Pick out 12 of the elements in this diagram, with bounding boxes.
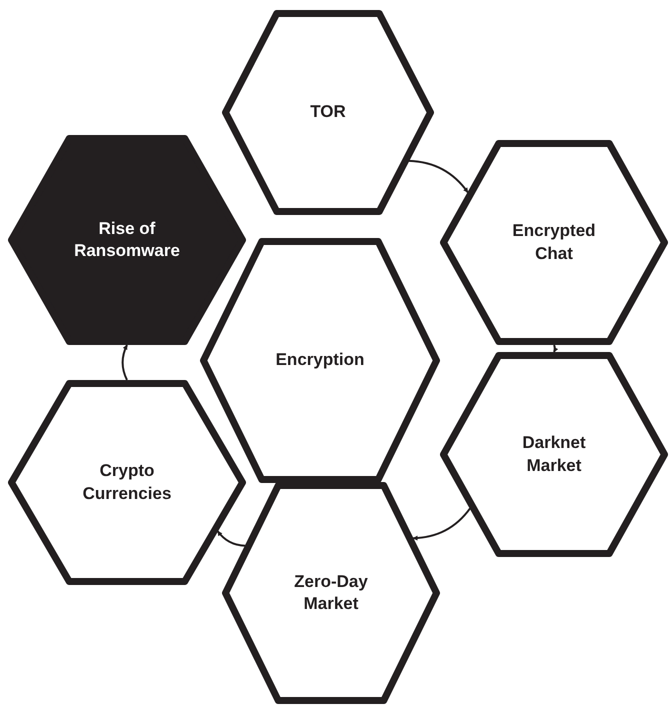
curved-arrow bbox=[408, 160, 469, 194]
hexagon-label: Darknet Market bbox=[521, 432, 587, 476]
hexagon-label: Zero-Day Market bbox=[293, 570, 369, 615]
hexagon-label: Encrypted Chat bbox=[511, 220, 597, 264]
hexagon-label: Rise of Ransomware bbox=[73, 218, 181, 262]
hexagon-label: Encryption bbox=[276, 349, 364, 372]
curved-arrow bbox=[216, 530, 246, 547]
hexagon-label: Crypto Currencies bbox=[82, 460, 172, 504]
curved-arrow bbox=[412, 508, 471, 540]
curved-arrow bbox=[122, 344, 128, 380]
curved-arrow bbox=[553, 344, 558, 352]
hexagon-label: TOR bbox=[310, 101, 346, 124]
